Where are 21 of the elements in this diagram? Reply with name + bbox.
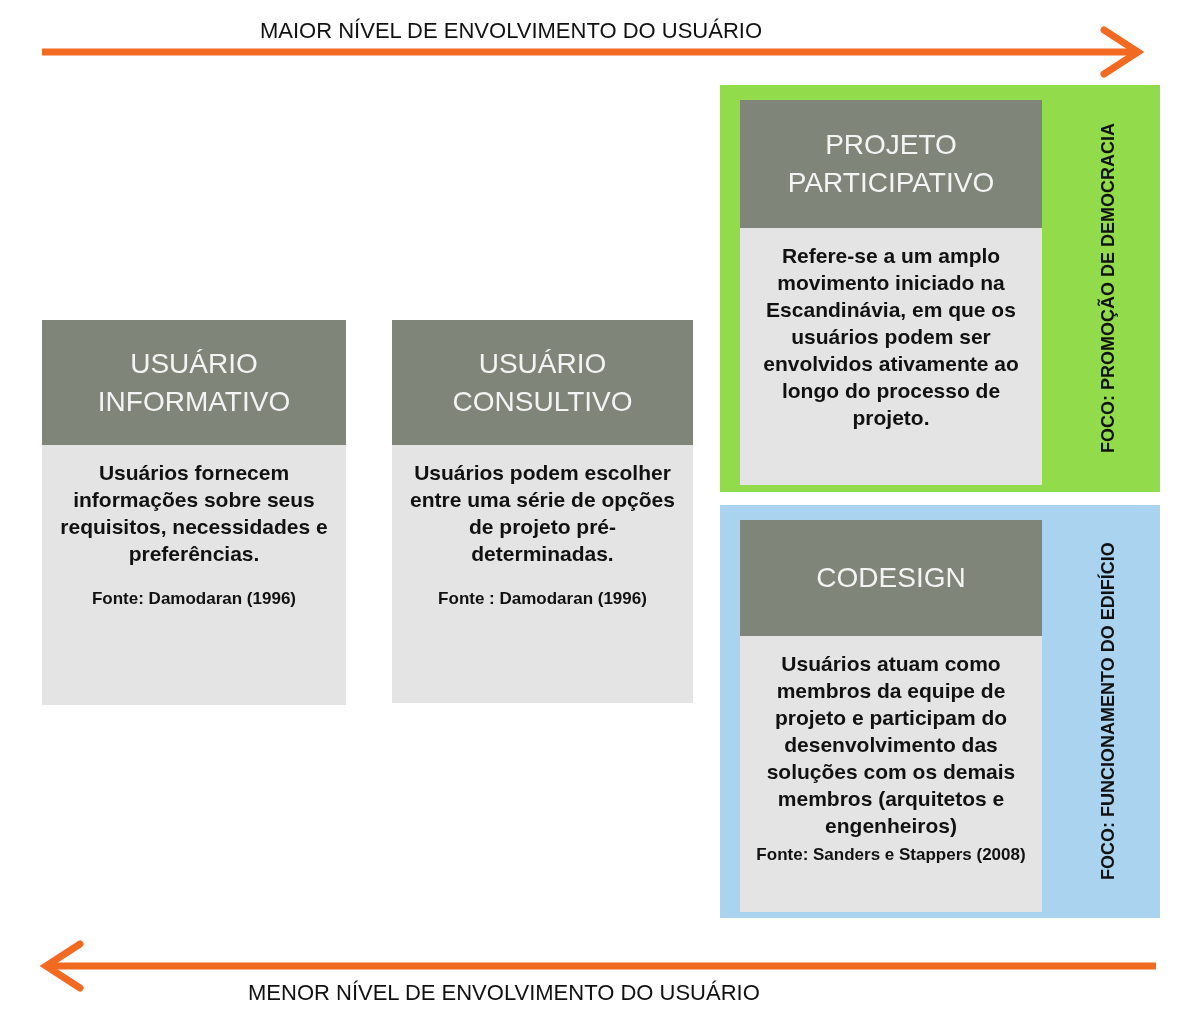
card-heading: USUÁRIO CONSULTIVO <box>392 320 693 445</box>
source-note: Fonte: Damodaran (1996) <box>90 588 297 610</box>
info-card <box>42 320 346 705</box>
card-text: Usuários fornecem informações sobre seus requisitos, necessidades e preferências. <box>59 460 329 567</box>
axis-caption: MENOR NÍVEL DE ENVOLVIMENTO DO USUÁRIO <box>248 980 760 1006</box>
focus-panel <box>720 505 1160 918</box>
source-note: Fonte: Sanders e Stappers (2008) <box>755 844 1027 866</box>
focus-panel <box>720 85 1160 492</box>
card-heading: PROJETO PARTICIPATIVO <box>740 100 1042 228</box>
info-card <box>740 100 1042 485</box>
card-text: Usuários atuam como membros da equipe de projeto e participam do desenvolvimento das soluções com os demais membros (arquitetos e engenheiros) <box>765 651 1017 839</box>
card-text: Refere-se a um amplo movimento iniciado na Escandinávia, em que os usuários podem ser envolvidos ativamente ao longo do processo de projeto. <box>762 243 1020 431</box>
info-card <box>740 520 1042 912</box>
focus-label: FOCO: PROMOÇÃO DE DEMOCRACIA <box>1098 122 1119 456</box>
source-note: Fonte : Damodaran (1996) <box>437 588 648 610</box>
card-text: Usuários podem escolher entre uma série de opções de projeto pré-determinadas. <box>409 460 676 567</box>
card-heading: CODESIGN <box>740 520 1042 636</box>
card-heading: USUÁRIO INFORMATIVO <box>42 320 346 445</box>
axis-caption: MAIOR NÍVEL DE ENVOLVIMENTO DO USUÁRIO <box>260 18 762 44</box>
focus-label: FOCO: FUNCIONAMENTO DO EDIFÍCIO <box>1098 541 1119 883</box>
info-card <box>392 320 693 703</box>
